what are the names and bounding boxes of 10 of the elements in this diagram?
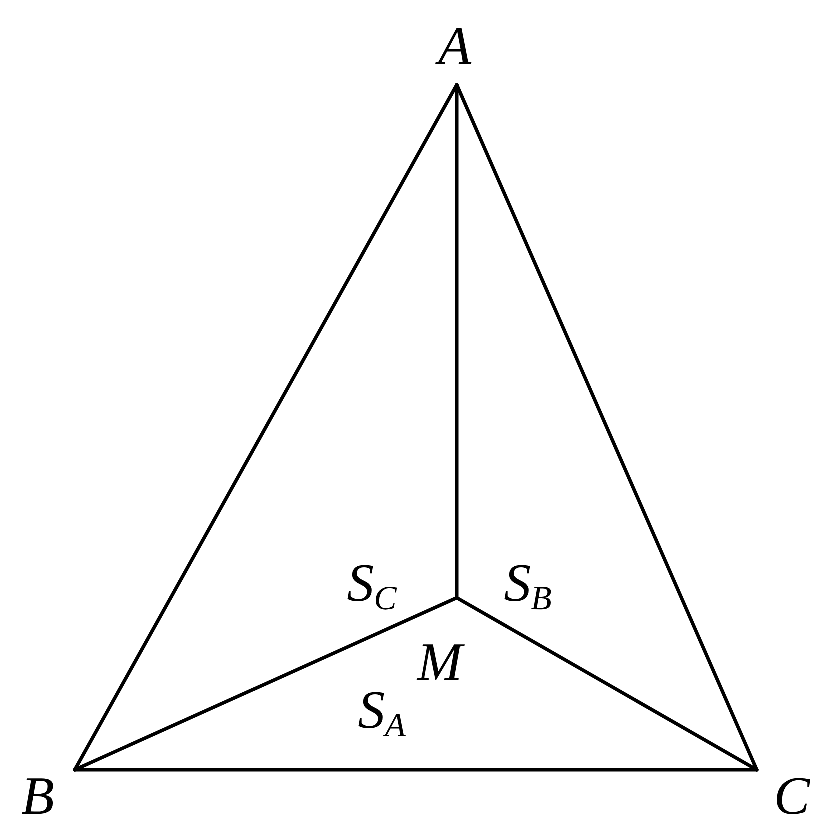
line-segment — [455, 596, 759, 772]
area-label: S$_{C}$ — [347, 556, 397, 610]
area-label: S$_{A}$ — [358, 683, 406, 737]
vertex-label: C — [774, 769, 810, 823]
line-segment — [73, 596, 459, 772]
point-label: M — [418, 635, 462, 689]
line-segment — [455, 83, 459, 600]
area-label: S$_{B}$ — [504, 556, 552, 610]
line-segment — [73, 768, 759, 772]
vertex-label: B — [22, 769, 54, 823]
